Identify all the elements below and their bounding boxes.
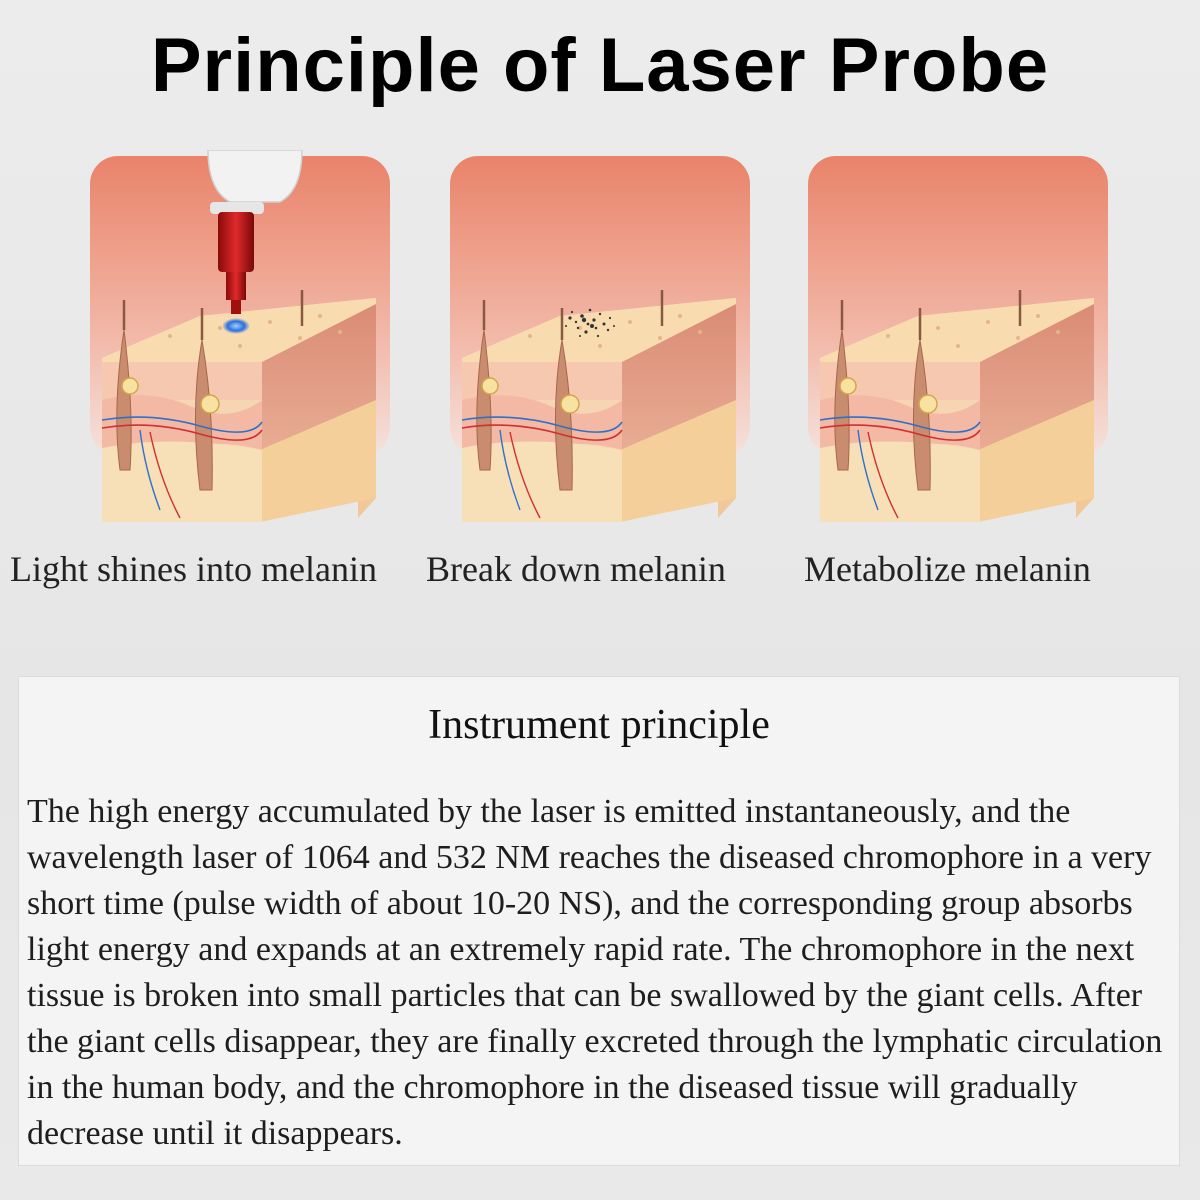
instrument-principle-box: Instrument principle The high energy acc… bbox=[18, 676, 1180, 1166]
instrument-principle-text: The high energy accumulated by the laser… bbox=[27, 793, 1163, 1152]
step-3-caption: Metabolize melanin bbox=[804, 549, 1091, 589]
skin-cross-section-with-laser-probe-icon bbox=[90, 150, 390, 524]
step-1-illustration bbox=[90, 150, 390, 530]
laser-spot bbox=[222, 318, 250, 334]
probe-tip bbox=[218, 212, 254, 272]
skin-cross-section-with-scattered-pigment-icon bbox=[450, 154, 750, 524]
skin-cross-section-clear-icon bbox=[808, 154, 1108, 524]
instrument-principle-heading: Instrument principle bbox=[428, 702, 770, 748]
step-2-caption: Break down melanin bbox=[426, 549, 726, 589]
step-2-illustration bbox=[450, 150, 750, 530]
step-3-illustration bbox=[808, 150, 1108, 530]
scattered-pigment bbox=[565, 308, 615, 338]
probe-handle bbox=[207, 150, 303, 203]
step-1-caption: Light shines into melanin bbox=[10, 549, 377, 589]
page-title: Principle of Laser Probe bbox=[150, 23, 1050, 108]
